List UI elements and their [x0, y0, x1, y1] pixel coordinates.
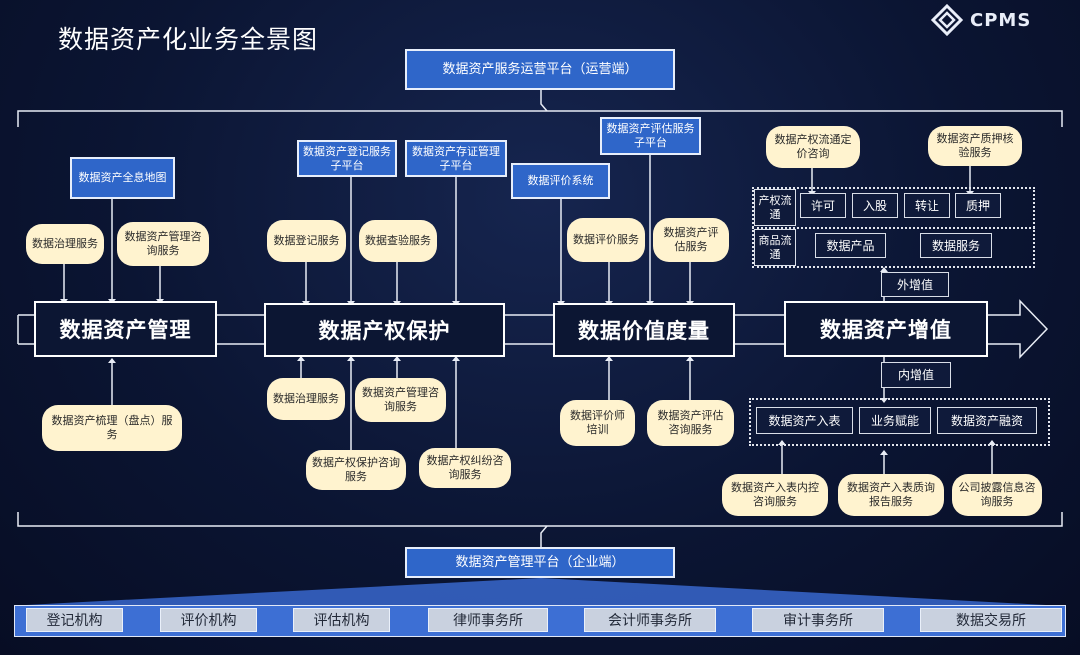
org-law-firm: 律师事务所 [428, 608, 548, 632]
pill-governance-service-2: 数据治理服务 [267, 378, 345, 420]
deposit-platform-box: 数据资产存证管理子平台 [405, 140, 507, 177]
pill-inclusion-internal-control: 数据资产入表内控咨询服务 [722, 474, 828, 516]
top-bracket-notch [540, 90, 548, 112]
pill-inventory-service: 数据资产梳理（盘点）服务 [42, 405, 182, 451]
logo-icon [930, 4, 964, 36]
org-registration: 登记机构 [26, 608, 123, 632]
pill-evaluator-training: 数据评价师培训 [560, 400, 635, 446]
pill-governance-service: 数据治理服务 [26, 224, 104, 264]
registration-platform-box: 数据资产登记服务子平台 [297, 140, 397, 177]
top-platform: 数据资产服务运营平台（运营端） [405, 49, 675, 90]
main-arrow-head [988, 299, 1049, 359]
pill-pricing-consulting: 数据产权流通定价咨询 [766, 126, 860, 168]
org-data-exchange: 数据交易所 [920, 608, 1062, 632]
inner-value-label: 内增值 [881, 362, 951, 388]
pill-registration-service: 数据登记服务 [267, 220, 346, 262]
cpms-logo: CPMS [930, 4, 1065, 36]
item-data-service: 数据服务 [920, 233, 992, 258]
pill-management-consulting-2: 数据资产管理咨询服务 [355, 378, 446, 422]
logo-text: CPMS [970, 9, 1032, 31]
stage-value-measurement: 数据价值度量 [553, 303, 735, 357]
pill-appraisal-service: 数据资产评估服务 [653, 218, 729, 262]
org-accounting-firm: 会计师事务所 [584, 608, 716, 632]
pill-verification-service: 数据查验服务 [359, 220, 437, 262]
item-business-empowerment: 业务赋能 [859, 407, 931, 434]
stage-asset-management: 数据资产管理 [34, 301, 217, 357]
item-data-product: 数据产品 [815, 233, 886, 258]
pill-appraisal-consulting: 数据资产评估咨询服务 [647, 400, 734, 446]
page-title: 数据资产化业务全景图 [58, 25, 319, 54]
item-license: 许可 [800, 193, 846, 218]
bottom-platform: 数据资产管理平台（企业端） [405, 547, 675, 578]
evaluation-system-box: 数据评价系统 [511, 163, 610, 199]
item-equity: 入股 [852, 193, 898, 218]
pill-dispute-consulting: 数据产权纠纷咨询服务 [419, 448, 511, 488]
property-circulation-label: 产权流通 [754, 189, 796, 226]
item-asset-financing: 数据资产融资 [937, 407, 1037, 434]
pill-evaluation-service: 数据评价服务 [567, 218, 645, 262]
item-transfer: 转让 [904, 193, 950, 218]
bottom-bracket-notch [540, 525, 548, 547]
org-evaluation: 评价机构 [160, 608, 257, 632]
item-balance-sheet-inclusion: 数据资产入表 [756, 407, 853, 434]
pill-property-protection-consulting: 数据产权保护咨询服务 [306, 450, 406, 490]
org-audit-firm: 审计事务所 [752, 608, 884, 632]
bottom-bracket [17, 512, 1063, 527]
inner-value-region [749, 398, 1050, 446]
pill-inclusion-report: 数据资产入表质询报告服务 [838, 474, 944, 516]
outer-value-label: 外增值 [881, 272, 949, 297]
panorama-map-box: 数据资产全息地图 [70, 157, 175, 199]
top-bracket [17, 110, 1063, 127]
goods-circulation-label: 商品流通 [754, 229, 796, 266]
pill-management-consulting: 数据资产管理咨询服务 [117, 222, 209, 266]
stage-property-protection: 数据产权保护 [264, 303, 505, 357]
org-appraisal: 评估机构 [293, 608, 390, 632]
stage-value-add: 数据资产增值 [784, 301, 988, 357]
outer-value-divider [752, 227, 1035, 229]
appraisal-platform-box: 数据资产评估服务子平台 [600, 117, 701, 155]
item-pledge: 质押 [955, 193, 1001, 218]
pill-disclosure-consulting: 公司披露信息咨询服务 [952, 474, 1042, 516]
org-fan-shape [26, 578, 1046, 605]
pill-pledge-verification: 数据资产质押核验服务 [928, 126, 1022, 166]
